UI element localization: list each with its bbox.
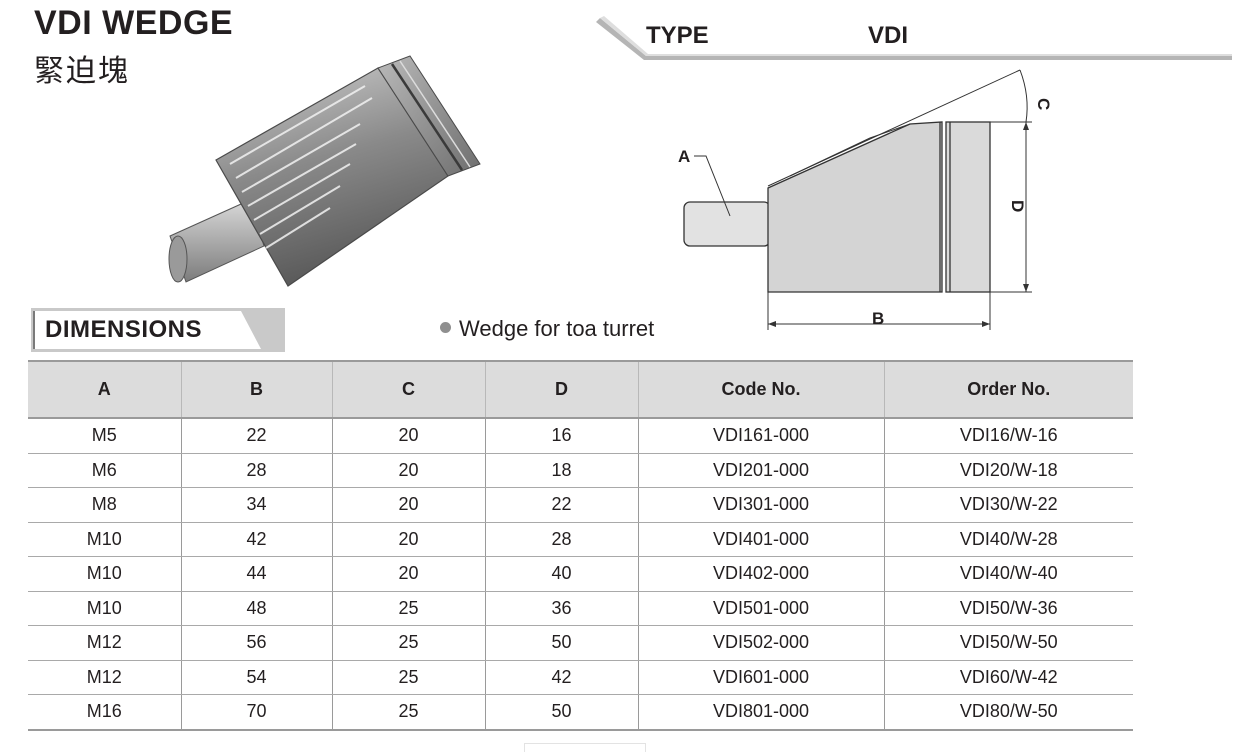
cell-a: M16 (28, 694, 181, 731)
cell-a: M10 (28, 556, 181, 592)
page-title: VDI WEDGE (34, 4, 234, 42)
cell-d: 16 (484, 418, 638, 454)
cell-d: 28 (484, 522, 638, 557)
cell-order-no: VDI30/W-22 (883, 487, 1133, 523)
cell-c: 25 (331, 694, 485, 731)
cell-code-no: VDI301-000 (637, 487, 884, 523)
cell-d: 18 (484, 453, 638, 488)
table-row: M10 42 20 28 VDI401-000 VDI40/W-28 (28, 522, 1133, 557)
cell-c: 20 (331, 453, 485, 488)
type-banner: TYPE VDI (596, 14, 1232, 66)
dim-d-label: D (1008, 200, 1027, 212)
cell-b: 44 (180, 556, 332, 592)
cell-d: 50 (484, 694, 638, 731)
cell-d: 40 (484, 556, 638, 592)
cell-code-no: VDI801-000 (637, 694, 884, 731)
table-row: M12 54 25 42 VDI601-000 VDI60/W-42 (28, 660, 1133, 695)
dim-a-label: A (678, 147, 690, 166)
dim-b-label: B (872, 309, 884, 328)
table-row: M16 70 25 50 VDI801-000 VDI80/W-50 (28, 694, 1133, 731)
cell-order-no: VDI16/W-16 (883, 418, 1133, 454)
cell-c: 25 (331, 591, 485, 626)
cell-d: 22 (484, 487, 638, 523)
cell-order-no: VDI40/W-28 (883, 522, 1133, 557)
cell-code-no: VDI402-000 (637, 556, 884, 592)
cell-a: M10 (28, 522, 181, 557)
cell-b: 42 (180, 522, 332, 557)
cell-c: 20 (331, 556, 485, 592)
table-row: M8 34 20 22 VDI301-000 VDI30/W-22 (28, 487, 1133, 523)
cell-b: 28 (180, 453, 332, 488)
bullet-icon (440, 322, 451, 333)
cell-code-no: VDI501-000 (637, 591, 884, 626)
cell-order-no: VDI80/W-50 (883, 694, 1133, 731)
product-photo (160, 46, 490, 300)
dim-c-label: C (1034, 98, 1053, 110)
cell-d: 36 (484, 591, 638, 626)
dimension-drawing: A B C D (670, 66, 1060, 340)
column-header-c: C (331, 360, 485, 419)
cell-c: 20 (331, 522, 485, 557)
column-header-d: D (484, 360, 638, 419)
cell-order-no: VDI60/W-42 (883, 660, 1133, 695)
cell-code-no: VDI601-000 (637, 660, 884, 695)
column-header-code-no: Code No. (637, 360, 884, 419)
column-header-order-no: Order No. (883, 360, 1133, 419)
dimensions-banner: DIMENSIONS (31, 308, 285, 352)
table-row: M10 44 20 40 VDI402-000 VDI40/W-40 (28, 556, 1133, 592)
cell-order-no: VDI20/W-18 (883, 453, 1133, 488)
cell-code-no: VDI401-000 (637, 522, 884, 557)
cell-code-no: VDI502-000 (637, 625, 884, 661)
type-value: VDI (868, 22, 909, 49)
table-row: M12 56 25 50 VDI502-000 VDI50/W-50 (28, 625, 1133, 661)
cell-order-no: VDI50/W-36 (883, 591, 1133, 626)
cell-order-no: VDI50/W-50 (883, 625, 1133, 661)
cell-a: M10 (28, 591, 181, 626)
dimensions-table: A B C D Code No. Order No. M5 22 20 16 V… (28, 360, 1133, 731)
page-subtitle: 緊迫塊 (34, 54, 130, 89)
type-label: TYPE (646, 22, 709, 49)
cell-b: 22 (180, 418, 332, 454)
cell-a: M8 (28, 487, 181, 523)
table-row: M5 22 20 16 VDI161-000 VDI16/W-16 (28, 418, 1133, 454)
cell-c: 20 (331, 418, 485, 454)
cell-a: M12 (28, 625, 181, 661)
cell-code-no: VDI161-000 (637, 418, 884, 454)
cell-a: M5 (28, 418, 181, 454)
column-header-a: A (28, 360, 181, 419)
table-row: M10 48 25 36 VDI501-000 VDI50/W-36 (28, 591, 1133, 626)
cell-c: 25 (331, 625, 485, 661)
note-text: Wedge for toa turret (459, 316, 655, 341)
cell-b: 48 (180, 591, 332, 626)
cell-code-no: VDI201-000 (637, 453, 884, 488)
cell-b: 34 (180, 487, 332, 523)
cell-c: 25 (331, 660, 485, 695)
cell-c: 20 (331, 487, 485, 523)
table-header-row: A B C D Code No. Order No. (28, 360, 1133, 419)
page-tab-stub (524, 743, 646, 752)
table-row: M6 28 20 18 VDI201-000 VDI20/W-18 (28, 453, 1133, 488)
column-header-b: B (180, 360, 332, 419)
cell-b: 56 (180, 625, 332, 661)
cell-b: 54 (180, 660, 332, 695)
cell-d: 42 (484, 660, 638, 695)
cell-d: 50 (484, 625, 638, 661)
cell-b: 70 (180, 694, 332, 731)
cell-order-no: VDI40/W-40 (883, 556, 1133, 592)
cell-a: M6 (28, 453, 181, 488)
product-note: Wedge for toa turret (440, 316, 654, 342)
cell-a: M12 (28, 660, 181, 695)
dimensions-label: DIMENSIONS (45, 316, 203, 343)
